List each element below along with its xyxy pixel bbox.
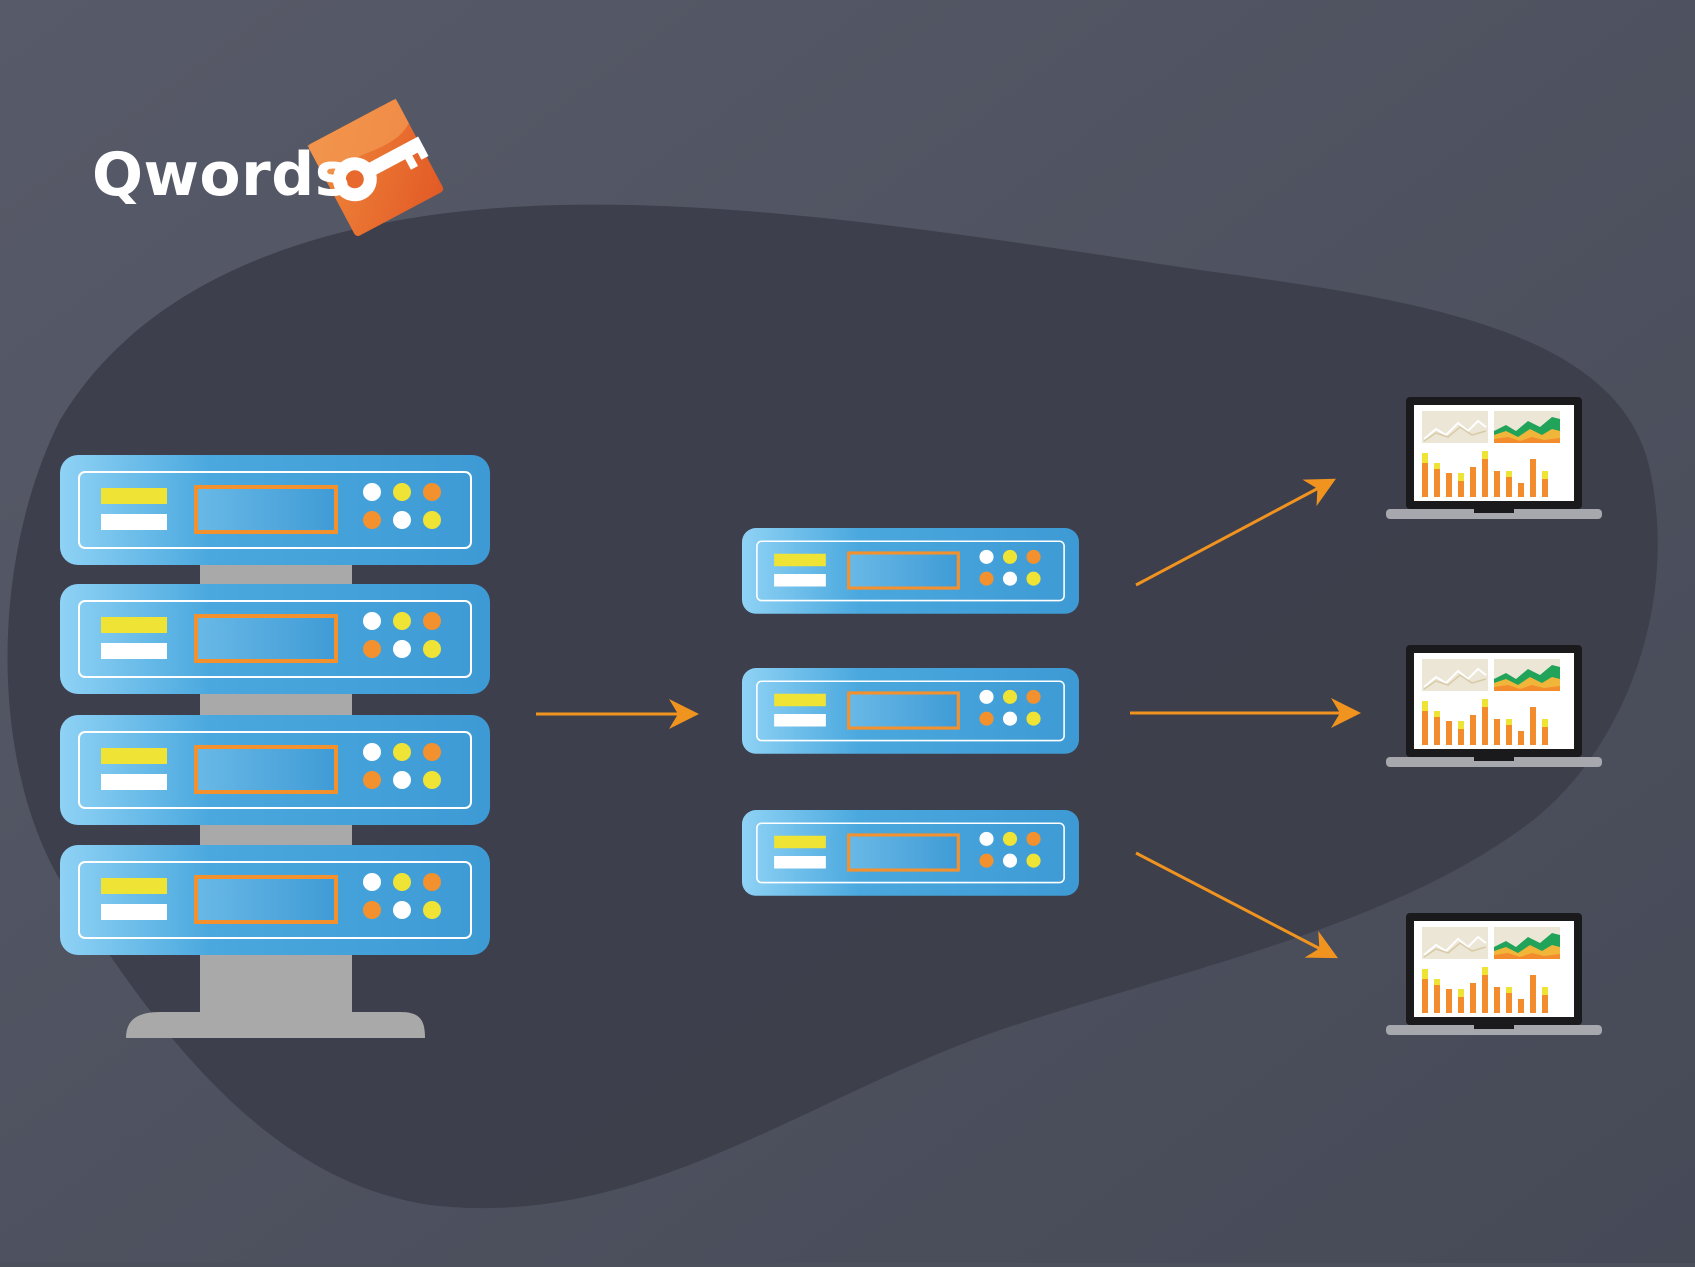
rack-unit-2 <box>58 582 492 696</box>
laptop-1 <box>1385 396 1603 520</box>
arrow-to-laptop-3 <box>1135 851 1338 959</box>
arrow-to-laptop-1 <box>1135 478 1336 587</box>
brand-name: Qwords <box>92 140 351 210</box>
middle-servers <box>740 526 1081 898</box>
key-icon <box>307 98 444 236</box>
rack-base <box>126 1012 425 1038</box>
rack-unit-1 <box>58 453 492 567</box>
laptop-2 <box>1385 644 1603 768</box>
server-rack <box>58 453 492 1038</box>
rack-unit-4 <box>58 843 492 957</box>
middle-server-3 <box>740 808 1081 898</box>
middle-server-1 <box>740 526 1081 616</box>
laptop-3 <box>1385 912 1603 1036</box>
rack-unit-3 <box>58 713 492 827</box>
middle-server-2 <box>740 666 1081 756</box>
